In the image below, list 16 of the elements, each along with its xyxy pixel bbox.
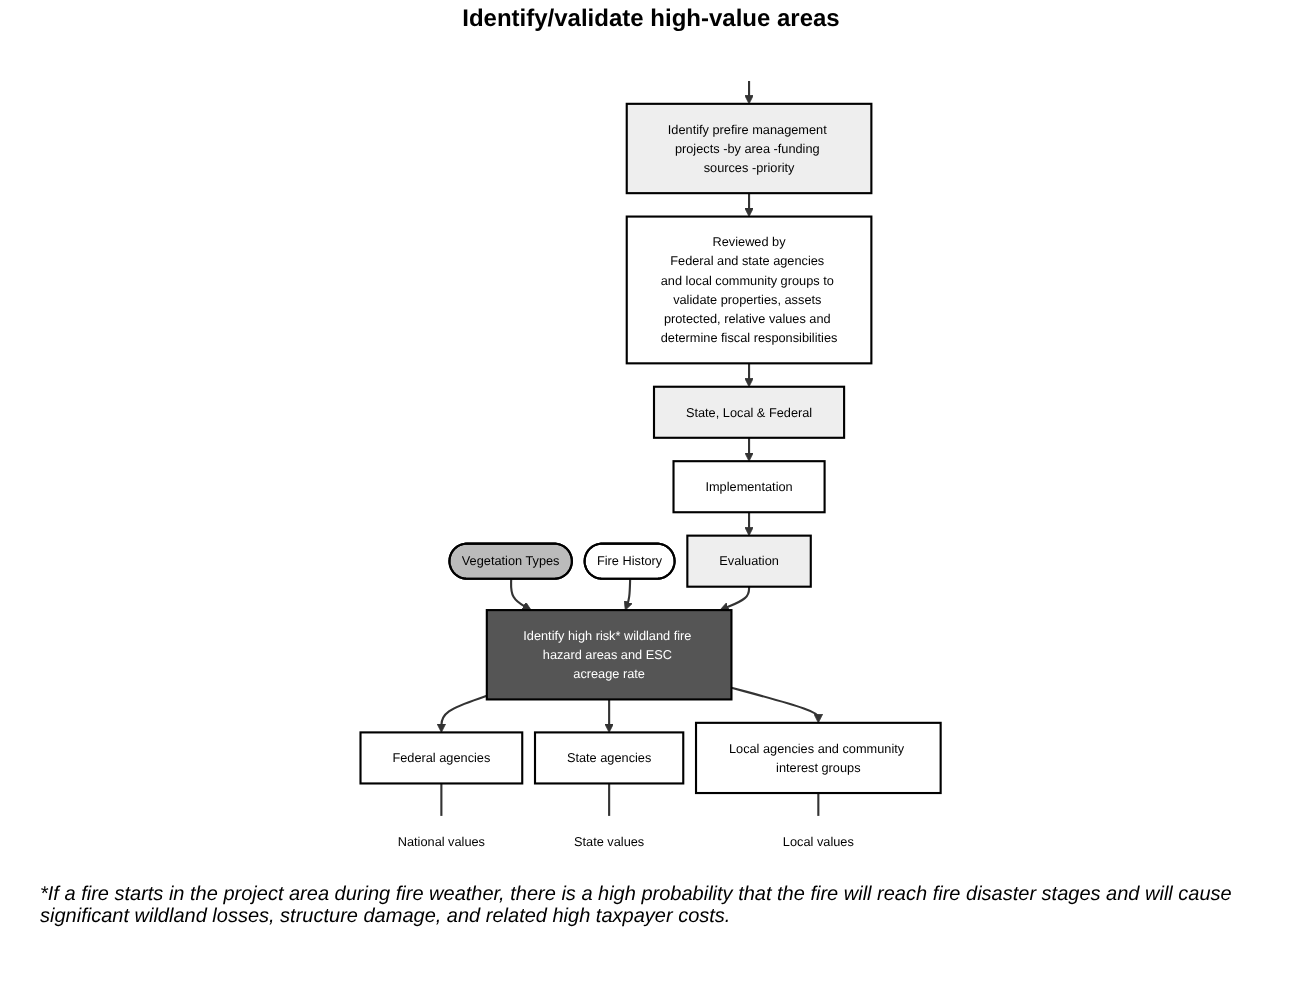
- heading-note: Identify/validate high-value areas: [460, 4, 842, 32]
- arrow: [744, 437, 755, 462]
- connector: [817, 793, 820, 817]
- arrow: [604, 699, 615, 733]
- arrow: [720, 586, 751, 612]
- arrow: [624, 579, 634, 611]
- arrow: [731, 686, 824, 724]
- arrow: [744, 193, 755, 217]
- footnote: *If a fire starts in the project area during fire weather, there is a high probability that the fire will reach fire disaster stages and will cause significant wildland losses, structure damage, and related high taxpayer costs.: [40, 884, 1234, 928]
- arrow: [744, 512, 755, 537]
- arrow: [437, 694, 488, 733]
- arrow: [510, 579, 532, 611]
- connector: [608, 783, 611, 817]
- arrow: [744, 80, 755, 105]
- arrow: [744, 363, 755, 388]
- connector: [440, 783, 443, 817]
